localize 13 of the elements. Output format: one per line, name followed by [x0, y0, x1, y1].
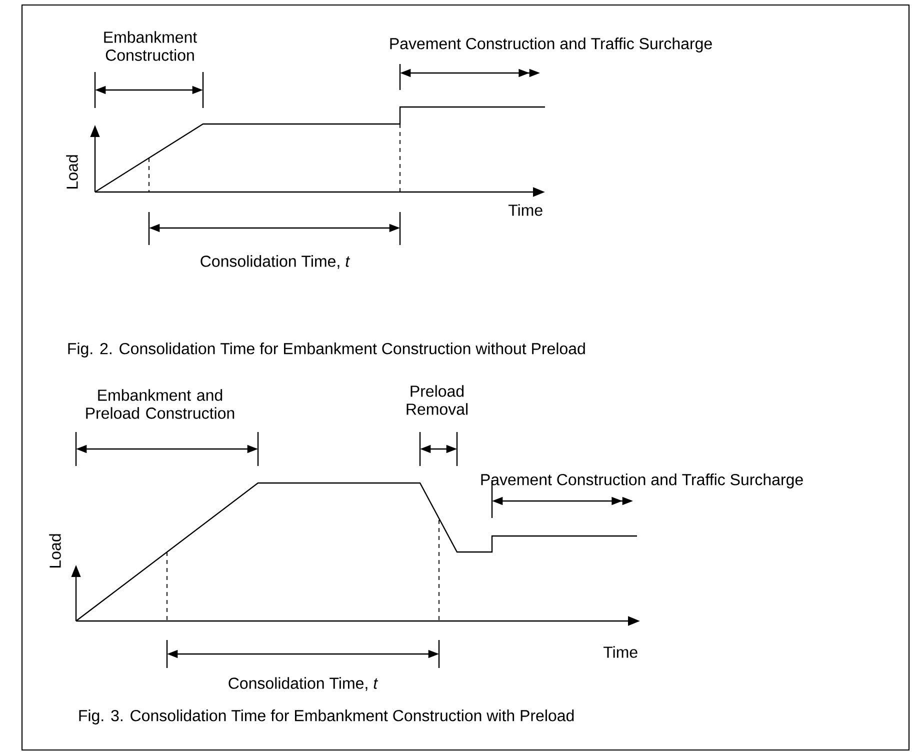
phase-label: Embankment and Preload Construction — [86, 389, 234, 419]
axis-label: Load — [66, 155, 78, 188]
dimension-label: Consolidation Time, t — [200, 255, 350, 269]
axis-label: Time — [508, 204, 542, 216]
axis-label: Load — [49, 534, 61, 568]
phase-label: Preload Removal — [406, 385, 468, 415]
phase-label: Pavement Construction and Traffic Surcharge — [390, 38, 712, 52]
dimension-label: Consolidation Time, t — [228, 677, 378, 691]
figure-caption: Fig. 2. Consolidation Time for Embankment Construction without Preload — [68, 342, 585, 358]
axis-label: Time — [603, 646, 638, 658]
phase-label: Pavement Construction and Traffic Surcharge — [481, 474, 803, 488]
phase-label: Embankment Construction — [104, 31, 197, 61]
figure-caption: Fig. 3. Consolidation Time for Embankment Construction with Preload — [79, 710, 574, 724]
